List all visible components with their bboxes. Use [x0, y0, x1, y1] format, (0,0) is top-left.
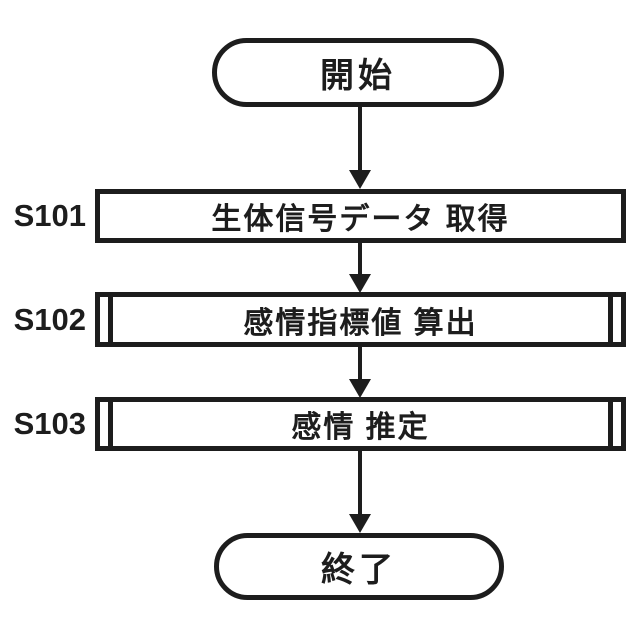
arrow-down-2-head-icon: [349, 274, 371, 293]
step-id-s102: S102: [13, 302, 86, 337]
step-id-s103: S103: [13, 406, 86, 441]
arrow-down-1: [358, 104, 362, 171]
process-box-s101: 生体信号データ 取得: [95, 189, 626, 243]
step-id-s101: S101: [13, 198, 86, 233]
arrow-down-2: [358, 241, 362, 275]
subroutine-left-bar: [108, 402, 113, 446]
start-terminal-label: 開始: [320, 57, 396, 95]
arrow-down-4-head-icon: [349, 514, 371, 533]
arrow-down-3: [358, 345, 362, 379]
subroutine-right-bar: [608, 297, 613, 342]
subroutine-box-s102: 感情指標値 算出: [95, 292, 626, 347]
end-terminal: 終了: [214, 533, 504, 600]
arrow-down-4: [358, 449, 362, 515]
subroutine-right-bar: [608, 402, 613, 446]
subroutine-box-s102-label: 感情指標値 算出: [243, 306, 478, 340]
subroutine-box-s103-label: 感情 推定: [291, 411, 430, 444]
arrow-down-1-head-icon: [349, 170, 371, 189]
start-terminal: 開始: [212, 38, 504, 107]
arrow-down-3-head-icon: [349, 379, 371, 398]
subroutine-box-s103: 感情 推定: [95, 397, 626, 451]
process-box-s101-label: 生体信号データ 取得: [211, 203, 510, 236]
end-terminal-label: 終了: [321, 551, 397, 589]
subroutine-left-bar: [108, 297, 113, 342]
